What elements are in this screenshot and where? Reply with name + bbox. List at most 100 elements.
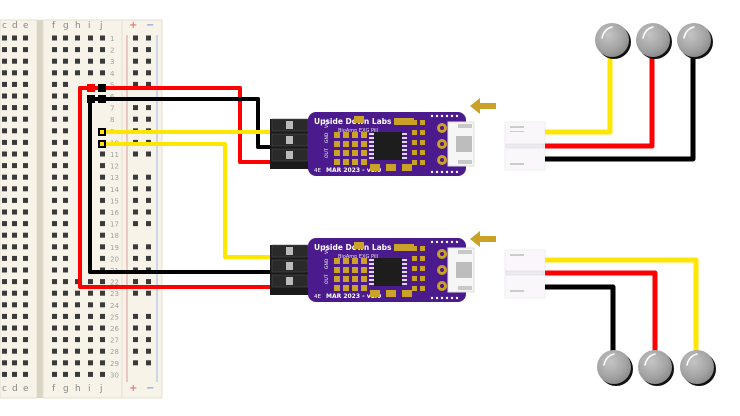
breadboard-hole bbox=[75, 47, 80, 53]
breadboard-hole bbox=[12, 58, 17, 64]
breadboard-hole bbox=[100, 360, 105, 366]
breadboard-hole bbox=[63, 197, 68, 203]
breadboard-hole bbox=[100, 70, 105, 76]
breadboard-hole bbox=[100, 47, 105, 53]
breadboard-hole bbox=[63, 325, 68, 331]
breadboard-power-rail bbox=[121, 19, 163, 399]
wire-pins bbox=[87, 84, 106, 148]
breadboard-hole bbox=[2, 360, 7, 366]
breadboard-hole bbox=[2, 244, 7, 250]
column-label: i bbox=[88, 21, 91, 31]
breadboard-hole bbox=[23, 93, 28, 99]
row-label: 16 bbox=[110, 209, 119, 217]
smd-pad bbox=[334, 159, 340, 165]
row-label: 7 bbox=[110, 105, 114, 113]
smd-component bbox=[394, 244, 404, 251]
breadboard-hole bbox=[12, 139, 17, 145]
breadboard-hole bbox=[52, 58, 57, 64]
rail-hole bbox=[133, 337, 138, 343]
breadboard-hole bbox=[23, 81, 28, 87]
breadboard-hole bbox=[100, 279, 105, 285]
breadboard-hole bbox=[2, 58, 7, 64]
smd-pad bbox=[361, 258, 367, 264]
rail-hole bbox=[133, 81, 138, 87]
header-pin bbox=[286, 247, 293, 255]
cable-red bbox=[545, 270, 658, 360]
smd-pad bbox=[334, 132, 340, 138]
breadboard-hole bbox=[52, 47, 57, 53]
breadboard-hole bbox=[12, 337, 17, 343]
row-label: 8 bbox=[110, 116, 114, 124]
smd-pad bbox=[352, 132, 358, 138]
breadboard-hole bbox=[23, 128, 28, 134]
rail-hole bbox=[146, 337, 151, 343]
rail-minus-label: − bbox=[146, 383, 154, 394]
breadboard-hole bbox=[63, 267, 68, 273]
breadboard-hole bbox=[52, 174, 57, 180]
breadboard-hole bbox=[100, 232, 105, 238]
rail-hole bbox=[146, 186, 151, 192]
smd-pad bbox=[412, 256, 417, 261]
breadboard-hole bbox=[23, 348, 28, 354]
breadboard-hole bbox=[12, 348, 17, 354]
breadboard-hole bbox=[63, 209, 68, 215]
breadboard-hole bbox=[52, 139, 57, 145]
breadboard-hole bbox=[12, 93, 17, 99]
smd-pad bbox=[420, 276, 425, 281]
breadboard-hole bbox=[75, 35, 80, 41]
column-label: g bbox=[63, 384, 69, 394]
smd-component bbox=[354, 242, 364, 249]
breadboard-hole bbox=[12, 116, 17, 122]
smd-pad bbox=[361, 276, 367, 282]
breadboard: 1234567891011121314151617181920212223242… bbox=[0, 19, 163, 399]
rail-hole bbox=[146, 47, 151, 53]
breadboard-hole bbox=[23, 267, 28, 273]
ic-chip bbox=[374, 258, 402, 286]
smd-pad bbox=[361, 159, 367, 165]
column-label: c bbox=[2, 384, 7, 394]
smd-component bbox=[404, 118, 414, 125]
breadboard-hole bbox=[23, 221, 28, 227]
smd-pad bbox=[334, 276, 340, 282]
breadboard-hole bbox=[63, 290, 68, 296]
breadboard-hole bbox=[75, 325, 80, 331]
rail-plus-label: + bbox=[129, 383, 137, 394]
smd-pad bbox=[343, 150, 349, 156]
row-label: 14 bbox=[110, 186, 119, 194]
breadboard-hole bbox=[52, 209, 57, 215]
breadboard-hole bbox=[2, 348, 7, 354]
column-label: e bbox=[23, 21, 29, 31]
breadboard-hole bbox=[63, 128, 68, 134]
breadboard-hole bbox=[100, 290, 105, 296]
breadboard-hole bbox=[100, 58, 105, 64]
breadboard-hole bbox=[100, 302, 105, 308]
smd-pad bbox=[420, 246, 425, 251]
breadboard-hole bbox=[23, 255, 28, 261]
breadboard-hole bbox=[52, 151, 57, 157]
breadboard-hole bbox=[100, 209, 105, 215]
breadboard-hole bbox=[23, 360, 28, 366]
column-label: h bbox=[75, 384, 81, 394]
breadboard-hole bbox=[100, 163, 105, 169]
breadboard-hole bbox=[75, 302, 80, 308]
smd-pad bbox=[412, 160, 417, 165]
breadboard-hole bbox=[12, 81, 17, 87]
breadboard-hole bbox=[23, 186, 28, 192]
pcb-brand-label: Upside Down Labs bbox=[314, 117, 392, 126]
breadboard-hole bbox=[2, 337, 7, 343]
breadboard-hole bbox=[23, 232, 28, 238]
smd-pad bbox=[412, 266, 417, 271]
smd-pad bbox=[420, 150, 425, 155]
breadboard-hole bbox=[2, 290, 7, 296]
breadboard-hole bbox=[23, 58, 28, 64]
breadboard-hole bbox=[23, 371, 28, 377]
breadboard-hole bbox=[2, 35, 7, 41]
smd-pad bbox=[352, 150, 358, 156]
electrode-snap bbox=[595, 23, 631, 59]
electrode-snap bbox=[677, 23, 713, 59]
breadboard-hole bbox=[100, 197, 105, 203]
breadboard-hole bbox=[88, 371, 93, 377]
breadboard-hole bbox=[23, 70, 28, 76]
breadboard-hole bbox=[12, 279, 17, 285]
